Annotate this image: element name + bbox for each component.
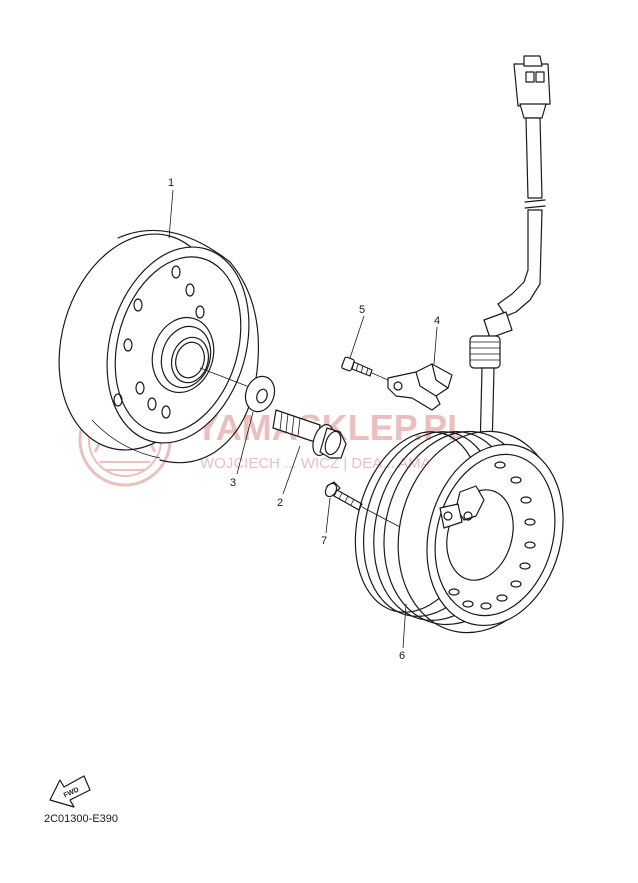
callout-2: 2 xyxy=(277,445,301,509)
rotor-bolt-part xyxy=(272,409,347,459)
callout-1: 1 xyxy=(168,177,174,239)
watermark-subtitle: WOJCIECH ... WICZ | DEA... AMAHA xyxy=(200,455,451,472)
callout-1-label: 1 xyxy=(168,177,174,189)
callout-7-label: 7 xyxy=(321,535,327,547)
callout-5-label: 5 xyxy=(359,304,365,316)
stator-screw-part xyxy=(324,481,441,549)
callout-2-label: 2 xyxy=(277,497,283,509)
bracket-screw-part xyxy=(341,356,389,381)
callout-5: 5 xyxy=(349,304,365,359)
rotor-flywheel-part xyxy=(58,229,260,464)
callout-3: 3 xyxy=(230,411,254,489)
callout-7: 7 xyxy=(321,497,331,547)
stator-assembly-part xyxy=(354,55,564,634)
callout-6: 6 xyxy=(399,603,407,662)
callout-4-label: 4 xyxy=(434,315,440,327)
wire-connector-icon xyxy=(513,55,551,119)
callout-6-label: 6 xyxy=(399,650,405,662)
washer-part xyxy=(244,375,276,413)
watermark: YAMASKLEP.PL WOJCIECH ... WICZ | DEA... … xyxy=(78,393,469,487)
forward-arrow-icon: FWD xyxy=(49,775,91,808)
lead-clamp-part xyxy=(387,363,453,411)
grommet-icon xyxy=(469,335,501,369)
callout-4: 4 xyxy=(433,315,440,365)
diagram-code: 2C01300-E390 xyxy=(44,813,118,825)
callout-3-label: 3 xyxy=(230,477,236,489)
